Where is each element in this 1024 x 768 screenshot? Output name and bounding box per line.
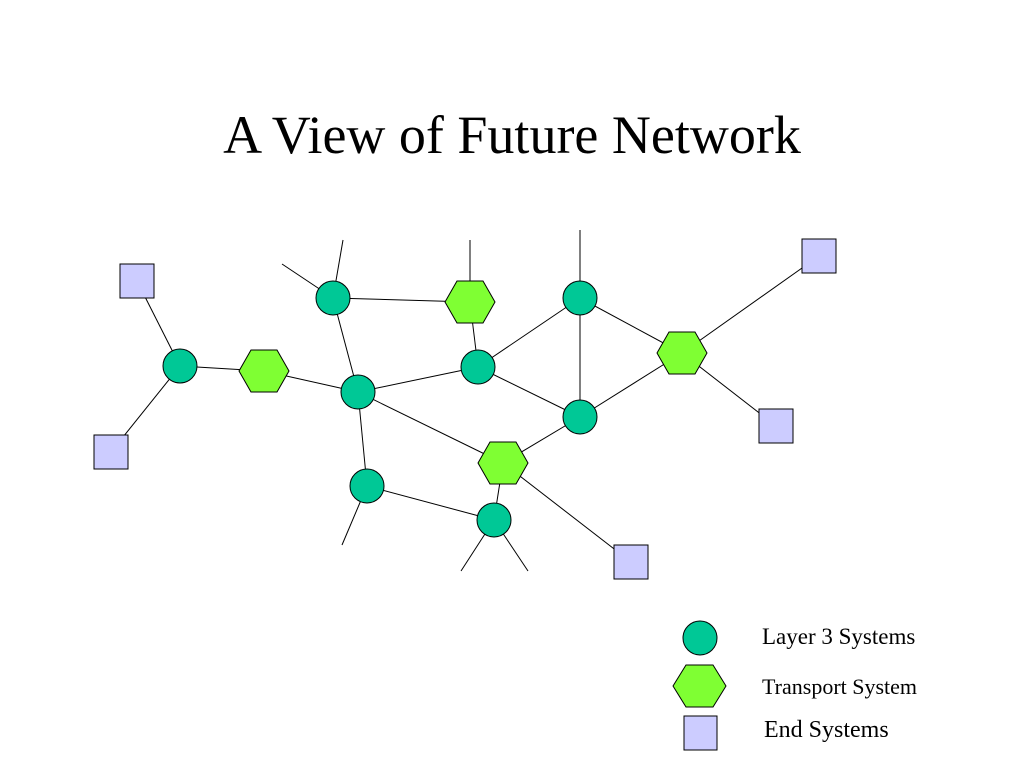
end-system-node: [119, 263, 155, 299]
layer3-node: [340, 374, 376, 410]
transport-system-node: [238, 349, 290, 393]
legend: [672, 620, 727, 751]
link: [477, 366, 581, 418]
layer3-node: [162, 348, 198, 384]
link: [477, 297, 581, 368]
layer3-node: [476, 502, 512, 538]
transport-systems: [238, 280, 708, 485]
end-system-node: [758, 408, 794, 444]
layer3-node: [562, 280, 598, 316]
end-system-node: [801, 238, 837, 274]
legend-end-system-symbol: [683, 715, 718, 751]
layer3-systems: [162, 280, 598, 538]
link: [502, 462, 632, 563]
transport-system-node: [477, 441, 529, 485]
legend-end-systems-label: End Systems: [764, 717, 889, 743]
end-systems: [93, 238, 837, 580]
slide-title: A View of Future Network: [223, 105, 801, 165]
layer3-node: [562, 399, 598, 435]
layer3-node: [315, 280, 351, 316]
legend-transport-symbol: [672, 664, 727, 708]
link: [681, 255, 820, 354]
layer3-node: [460, 349, 496, 385]
legend-layer3-label: Layer 3 Systems: [762, 624, 916, 649]
layer3-node: [349, 468, 385, 504]
link: [357, 366, 479, 393]
legend-transport-label: Transport System: [762, 674, 918, 699]
link: [357, 391, 504, 464]
end-system-node: [613, 544, 649, 580]
transport-system-node: [656, 331, 708, 375]
link: [366, 485, 495, 521]
legend-layer3-symbol: [682, 620, 718, 656]
transport-system-node: [444, 280, 496, 324]
end-system-node: [93, 434, 129, 470]
